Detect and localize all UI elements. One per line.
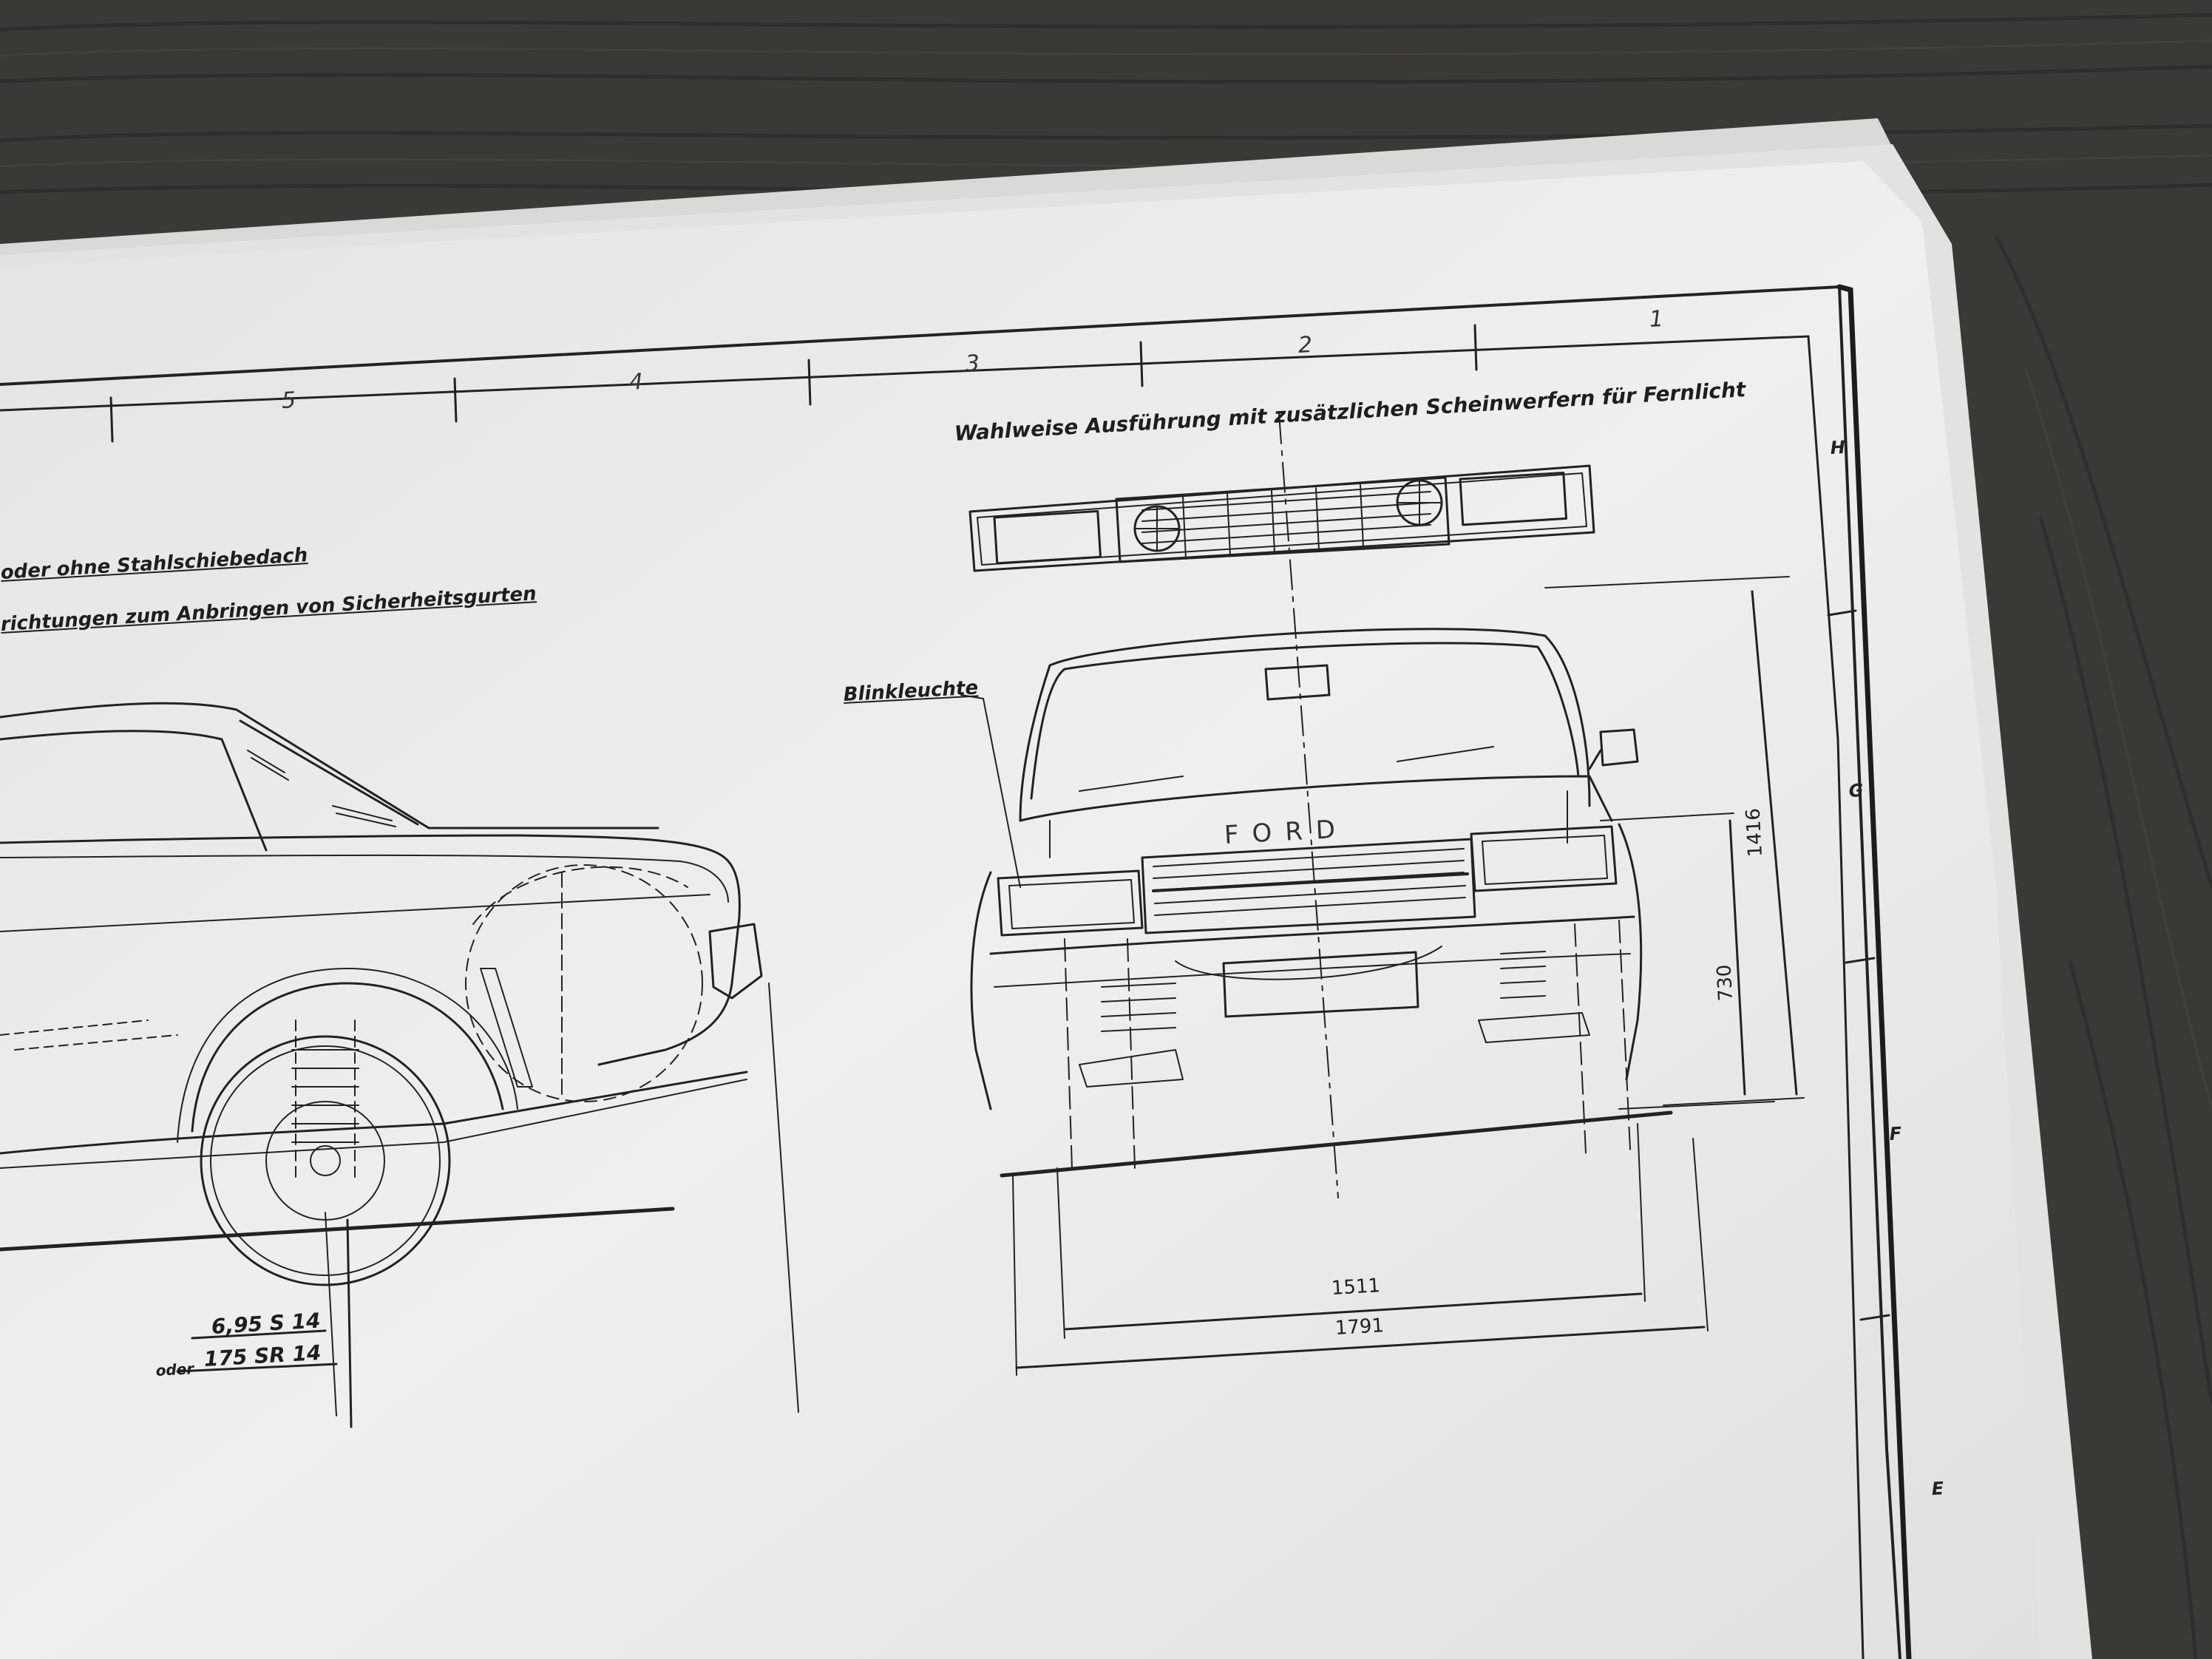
- drawing-frame: [0, 284, 1912, 1659]
- dimension-track: 1511: [1331, 1275, 1381, 1300]
- dimension-height: 1416: [1742, 807, 1767, 858]
- row-letter-e: E: [1931, 1478, 1944, 1499]
- side-view-drawing: [0, 702, 799, 1428]
- row-letter-h: H: [1830, 436, 1846, 458]
- dimension-bumper-height: 730: [1713, 963, 1737, 1002]
- dimension-width: 1791: [1334, 1314, 1385, 1340]
- column-number-3: 3: [965, 350, 981, 377]
- column-number-5: 5: [281, 387, 297, 414]
- tire-size-alt-prefix: oder: [155, 1360, 194, 1380]
- column-number-4: 4: [628, 368, 645, 396]
- front-view-drawing: [960, 413, 1805, 1376]
- column-number-1: 1: [1649, 305, 1665, 333]
- row-letter-f: F: [1889, 1123, 1902, 1144]
- column-number-2: 2: [1297, 331, 1314, 359]
- row-letter-g: G: [1848, 779, 1865, 801]
